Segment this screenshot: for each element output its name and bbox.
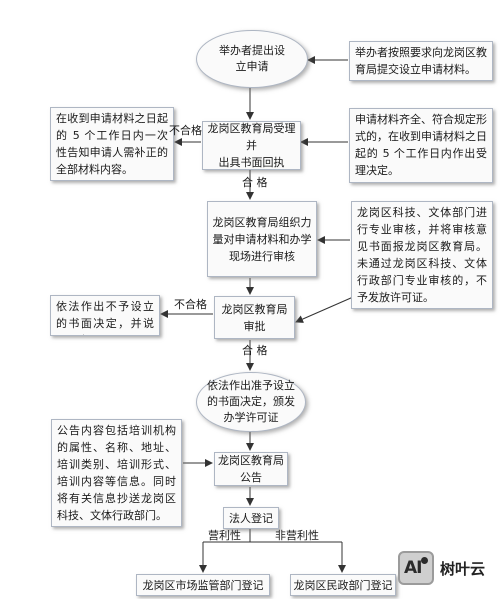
publish-node: 龙岗区教育局 公告 [214, 452, 288, 486]
note-publish-content: 公告内容包括培训机构的属性、名称、地址、培训类别、培训形式、培训内容等信息。同时… [51, 419, 182, 527]
grant-node: 依法作出准予设立 的书面决定，颁发 办学许可证 [196, 372, 306, 432]
market-registration-node: 龙岗区市场监管部门登记 [136, 574, 270, 596]
review-node: 龙岗区教育局组织力 量对申请材料和办学 现场进行审核 [207, 201, 317, 277]
watermark-brand: 树叶云 [440, 560, 486, 578]
note-submit-materials: 举办者按照要求向龙岗区教育局提交设立申请材料。 [349, 41, 493, 81]
note-reject-decision: 依法作出不予设立的书面决定，并说明理由。 [50, 295, 160, 336]
edge-label-fail-accept: 不合格 [169, 124, 202, 137]
edge-label-profit: 营利性 [208, 529, 241, 542]
accept-node: 龙岗区教育局受理并 出具书面回执 [202, 121, 301, 170]
note-professional-review: 龙岗区科技、文体部门进行专业审核，并将审核意见书面报龙岗区教育局。未通过龙岗区科… [351, 201, 493, 309]
legal-registration-node: 法人登记 [223, 507, 279, 529]
edge-label-pass-approve: 合 格 [242, 344, 268, 357]
watermark-logo: AI [398, 551, 434, 585]
civil-registration-node: 龙岗区民政部门登记 [290, 574, 396, 596]
start-node: 举办者提出设 立申请 [196, 30, 308, 88]
note-complete-materials: 申请材料齐全、符合规定形式的，在收到申请材料之日起的 5 个工作日内作出受理决定… [349, 108, 493, 183]
edge-label-fail-approve: 不合格 [174, 298, 207, 311]
note-incomplete-materials: 在收到申请材料之日起的 5 个工作日内一次性告知申请人需补正的全部材料内容。 [50, 107, 174, 181]
watermark-logo-dot [421, 557, 428, 564]
edge-label-nonprofit: 非营利性 [275, 529, 319, 542]
arrow-review-note-to-approve [295, 293, 361, 323]
watermark-logo-mark: AI [404, 558, 423, 578]
edge-label-pass-accept: 合 格 [242, 176, 268, 189]
approve-node: 龙岗区教育局 审批 [214, 296, 295, 339]
